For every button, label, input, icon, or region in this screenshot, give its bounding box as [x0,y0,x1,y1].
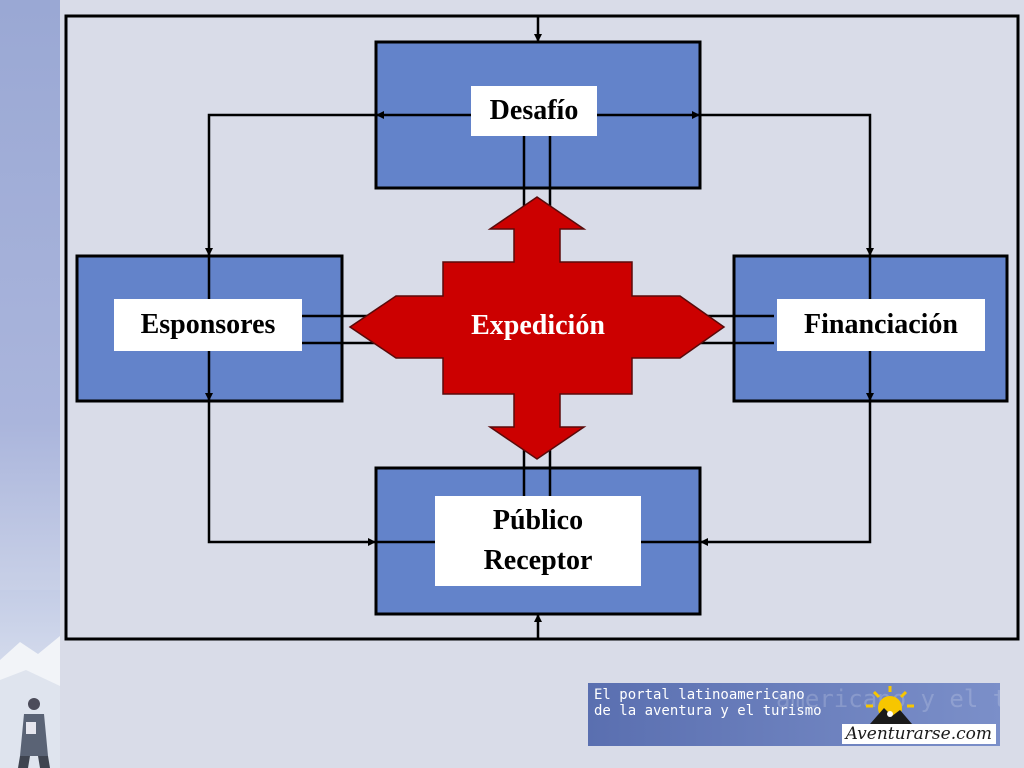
mountaineer-photo-icon [0,590,60,768]
node-label-esponsores: Esponsores [114,299,302,351]
node-label-publico-receptor: Público Receptor [435,496,641,586]
banner-tagline-line2: de la aventura y el turismo [594,703,822,719]
node-label-desafio: Desafío [471,86,597,136]
expedition-cross-arrow-icon [348,196,726,460]
aventurarse-banner[interactable]: americano y el turismo El portal latinoa… [588,683,1000,746]
banner-brand: Aventurarse.com [841,724,996,744]
banner-tagline-line1: El portal latinoamericano [594,687,805,703]
center-label-expedicion: Expedición [471,310,605,341]
sidebar-strip [0,0,60,768]
node-label-financiacion: Financiación [777,299,985,351]
node-label-publico-line1: Público [492,505,584,536]
sun-mountain-logo-icon [866,686,914,724]
node-label-publico-line2: Receptor [483,545,593,576]
outer-frame [64,14,1020,641]
double-arrows [205,111,874,546]
